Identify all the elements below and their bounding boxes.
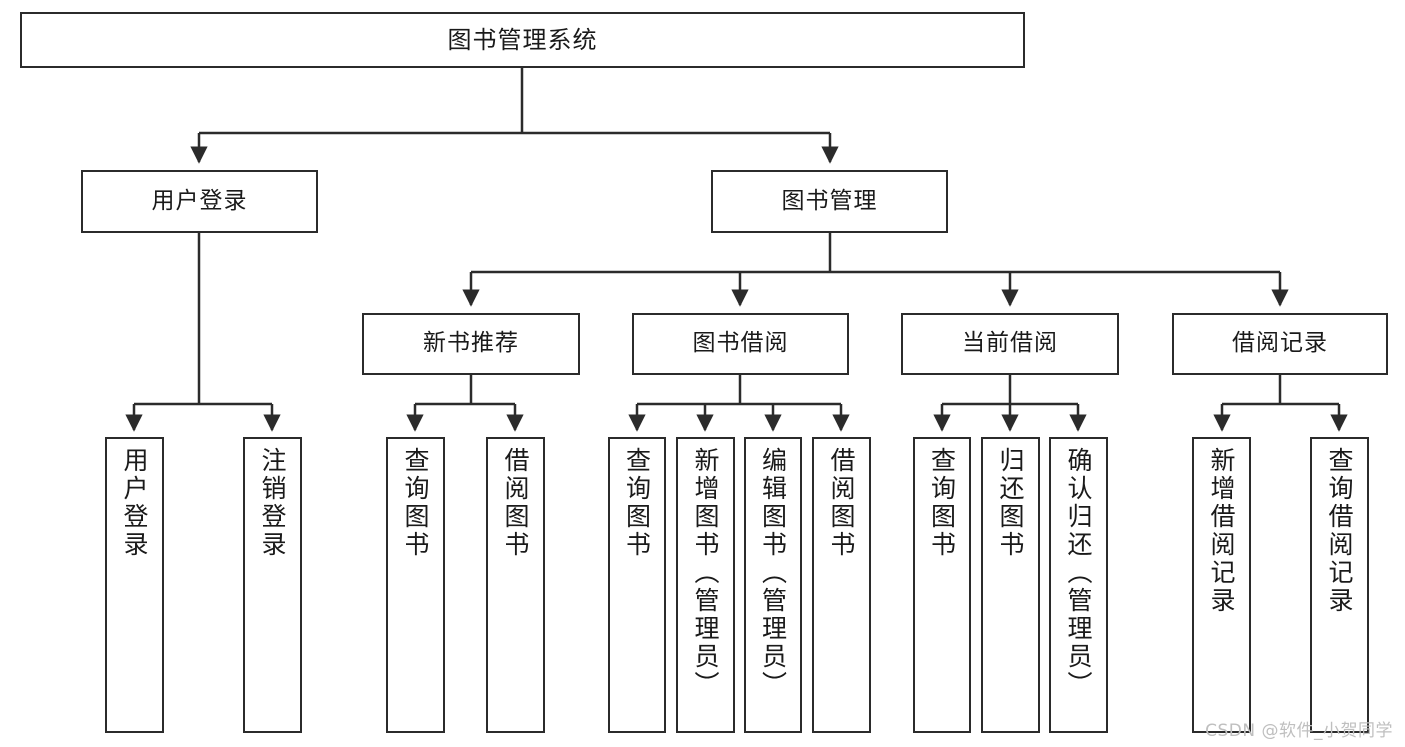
node-label: 查询图书	[927, 447, 957, 559]
leaf-borrow-add-book-admin[interactable]: 新增图书（管理员）	[676, 437, 735, 733]
leaf-user-login-login[interactable]: 用户登录	[105, 437, 164, 733]
leaf-borrow-borrow-book[interactable]: 借阅图书	[812, 437, 871, 733]
node-book-borrow[interactable]: 图书借阅	[632, 313, 849, 375]
node-borrow-record[interactable]: 借阅记录	[1172, 313, 1388, 375]
node-label: 借阅图书	[827, 447, 856, 559]
node-label: 借阅记录	[1232, 330, 1328, 357]
node-root-system[interactable]: 图书管理系统	[20, 12, 1025, 68]
leaf-current-return-book[interactable]: 归还图书	[981, 437, 1040, 733]
csdn-watermark: CSDN @软件_小贺同学	[1205, 721, 1393, 741]
leaf-current-query-book[interactable]: 查询图书	[913, 437, 971, 733]
node-label: 借阅图书	[501, 447, 530, 559]
node-label: 确认归还（管理员）	[1064, 447, 1093, 699]
node-label: 注销登录	[258, 447, 287, 559]
node-label: 新增借阅记录	[1207, 447, 1236, 615]
leaf-recommend-query-book[interactable]: 查询图书	[386, 437, 445, 733]
leaf-borrow-edit-book-admin[interactable]: 编辑图书（管理员）	[744, 437, 802, 733]
node-label: 查询图书	[622, 447, 652, 559]
node-new-book-recommend[interactable]: 新书推荐	[362, 313, 580, 375]
node-label: 查询借阅记录	[1325, 447, 1354, 615]
node-label: 当前借阅	[962, 330, 1058, 357]
leaf-borrow-query-book[interactable]: 查询图书	[608, 437, 666, 733]
leaf-current-confirm-return-admin[interactable]: 确认归还（管理员）	[1049, 437, 1108, 733]
node-label: 新书推荐	[423, 330, 519, 357]
node-label: 图书管理	[781, 187, 878, 214]
node-label: 新增图书（管理员）	[691, 447, 720, 699]
node-label: 图书借阅	[692, 330, 789, 357]
node-label: 图书管理系统	[447, 25, 598, 54]
node-label: 用户登录	[151, 187, 248, 214]
node-label: 归还图书	[996, 447, 1025, 559]
node-book-management[interactable]: 图书管理	[711, 170, 948, 233]
leaf-record-query-record[interactable]: 查询借阅记录	[1310, 437, 1369, 733]
leaf-record-add-record[interactable]: 新增借阅记录	[1192, 437, 1251, 733]
node-user-login[interactable]: 用户登录	[81, 170, 318, 233]
leaf-user-login-logout[interactable]: 注销登录	[243, 437, 302, 733]
node-label: 编辑图书（管理员）	[758, 447, 788, 699]
leaf-recommend-borrow-book[interactable]: 借阅图书	[486, 437, 545, 733]
node-label: 用户登录	[120, 447, 149, 559]
node-label: 查询图书	[401, 447, 430, 559]
node-current-borrow[interactable]: 当前借阅	[901, 313, 1119, 375]
